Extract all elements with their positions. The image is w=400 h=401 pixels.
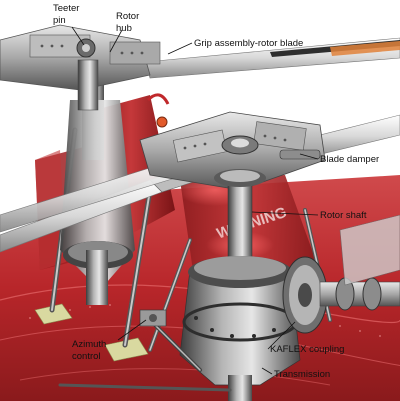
label-azimuth-control-line2: control: [72, 351, 101, 362]
label-rotor-hub-line2: hub: [116, 23, 132, 34]
callout-azimuth-control: Azimuth control: [72, 319, 147, 362]
label-grip-assembly: Grip assembly-rotor blade: [194, 38, 303, 49]
callout-kaflex-coupling: KAFLEX coupling: [267, 321, 344, 355]
label-azimuth-control-line1: Azimuth: [72, 339, 106, 350]
label-teeter-pin-line1: Teeter: [53, 3, 79, 14]
transmission-housing: [179, 256, 301, 401]
azimuth-control-linkage: [58, 309, 232, 392]
front-rotor-hub: [139, 111, 326, 191]
label-rotor-hub-line1: Rotor: [116, 11, 139, 22]
label-transmission: Transmission: [274, 369, 330, 380]
callout-blade-damper: Blade damper: [299, 153, 379, 165]
label-teeter-pin-line2: pin: [53, 15, 66, 26]
label-rotor-shaft: Rotor shaft: [320, 210, 367, 221]
callout-teeter-pin: Teeter pin: [53, 3, 85, 46]
callout-rotor-hub: Rotor hub: [109, 11, 139, 53]
label-blade-damper: Blade damper: [320, 154, 379, 165]
kaflex-coupling-assembly: [282, 214, 400, 334]
callout-grip-assembly: Grip assembly-rotor blade: [167, 38, 303, 55]
callout-rotor-shaft: Rotor shaft: [251, 210, 367, 221]
label-kaflex-coupling: KAFLEX coupling: [270, 344, 344, 355]
callout-transmission: Transmission: [261, 367, 330, 380]
callouts: Teeter pin Rotor hub Grip assembly-rotor…: [53, 3, 379, 380]
grease-fitting: [156, 116, 168, 128]
upper-rotor-blade: [144, 37, 400, 79]
rear-rotor-hub: [0, 24, 161, 111]
